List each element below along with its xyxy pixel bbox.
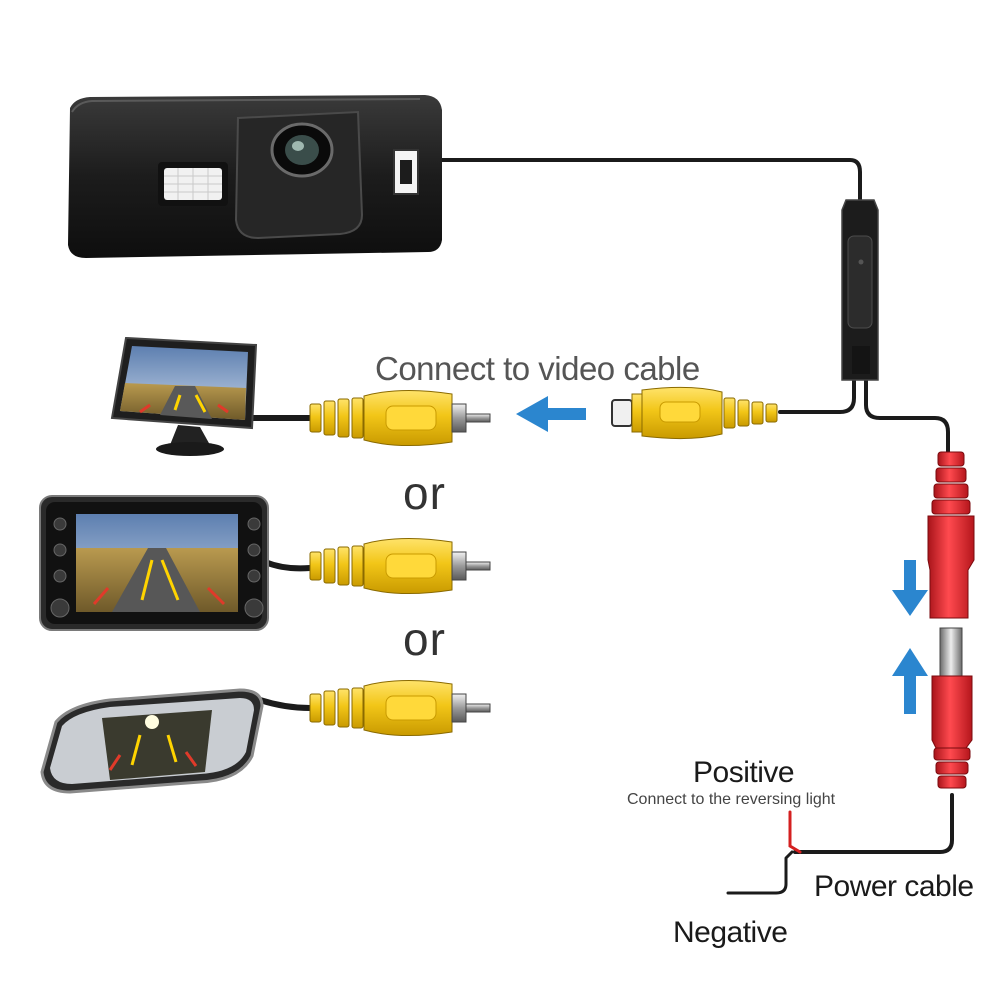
reversing-camera-icon xyxy=(68,95,442,258)
car-dvd-head-unit-icon xyxy=(39,495,269,631)
power-cable-label: Power cable xyxy=(814,870,974,903)
arrow-up-icon xyxy=(892,648,928,714)
power-cable-tail xyxy=(793,793,954,854)
arrow-left-icon xyxy=(516,396,586,432)
positive-note-label: Connect to the reversing light xyxy=(627,791,836,808)
power-cable-branch xyxy=(864,378,950,454)
mirror-cable xyxy=(257,697,313,711)
positive-wire xyxy=(788,810,802,854)
connect-video-label: Connect to video cable xyxy=(375,350,700,387)
monitor-rca-connector-3 xyxy=(309,679,491,737)
negative-wire xyxy=(726,850,794,895)
dc-female-power-connector xyxy=(927,451,975,619)
monitor-rca-connector-1 xyxy=(309,389,491,447)
or-label-1: or xyxy=(403,467,446,519)
head-unit-cable xyxy=(262,559,313,572)
or-label-2: or xyxy=(403,613,446,665)
dash-monitor-icon xyxy=(110,336,258,456)
video-cable-branch xyxy=(778,378,856,414)
negative-label: Negative xyxy=(673,916,788,949)
arrow-down-icon xyxy=(892,560,928,616)
monitor-rca-connector-2 xyxy=(309,537,491,595)
rearview-mirror-monitor-icon xyxy=(40,688,264,794)
wires xyxy=(247,158,954,895)
camera-video-rca-connector xyxy=(611,386,778,440)
camera-cable xyxy=(438,158,862,202)
inline-connector-box xyxy=(841,199,879,381)
dc-male-power-connector xyxy=(931,627,973,789)
positive-label: Positive xyxy=(693,756,795,789)
